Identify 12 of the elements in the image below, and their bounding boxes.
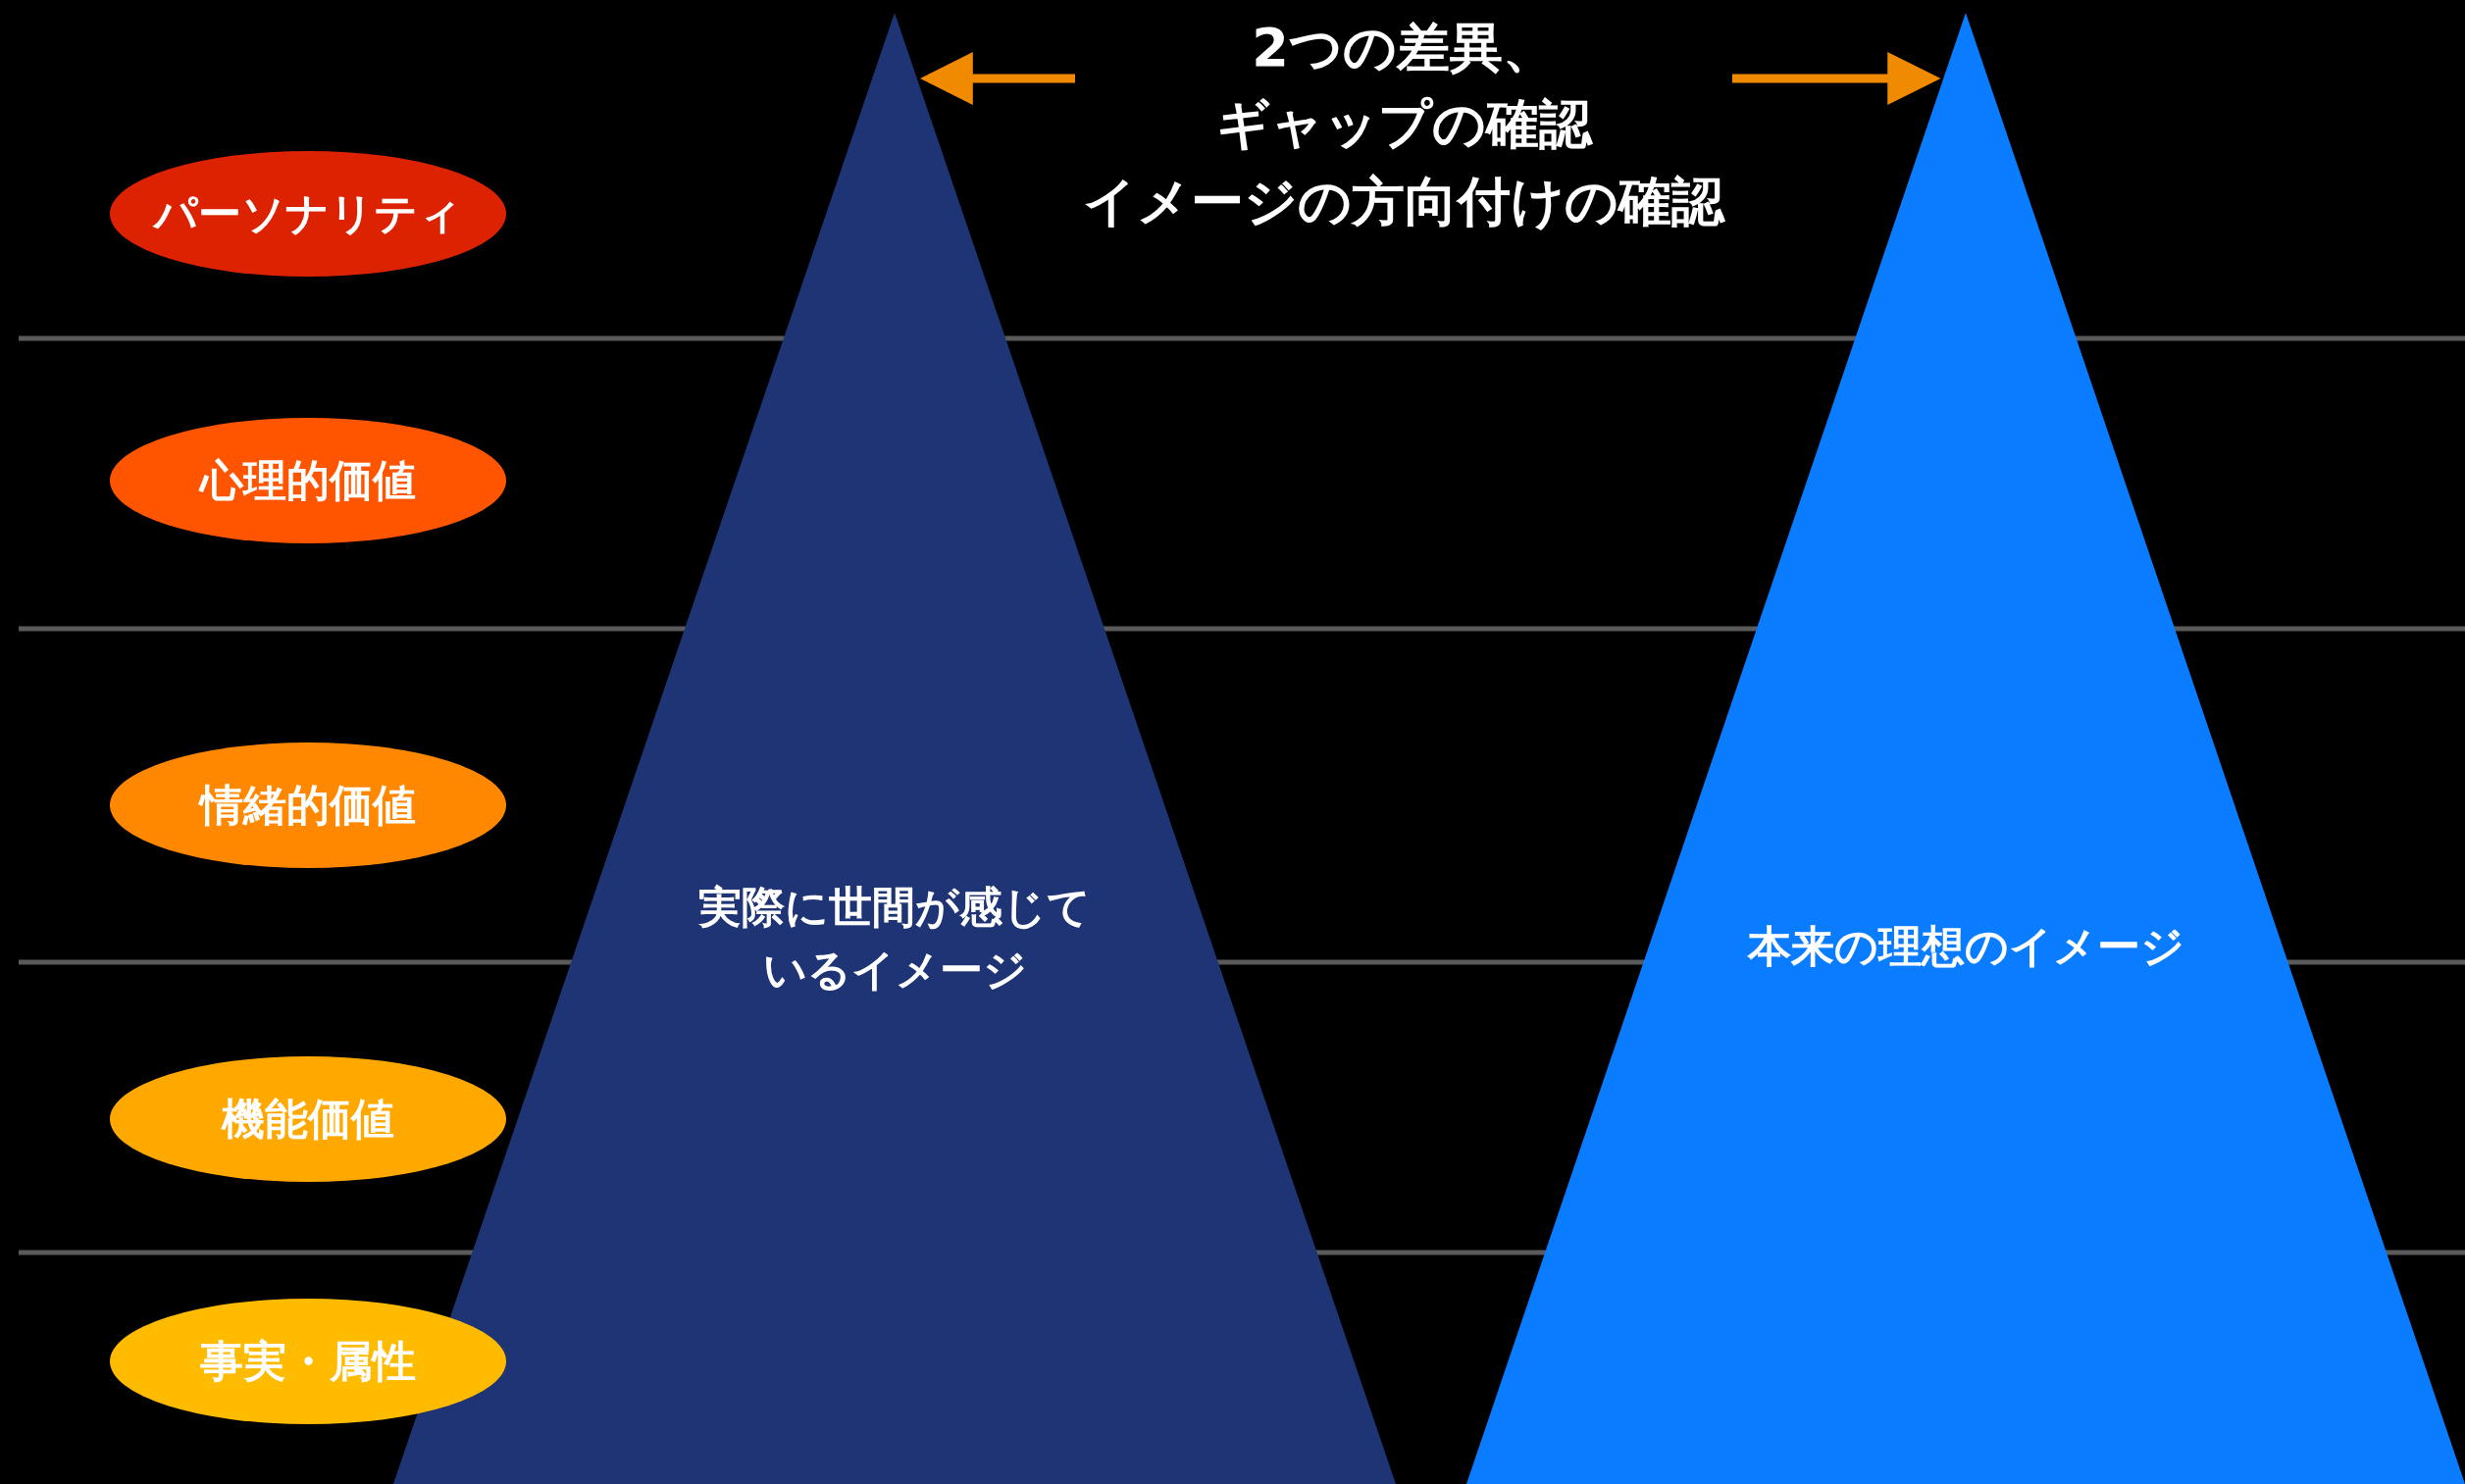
arrow: [1732, 52, 1941, 105]
heading-text: ギャップの確認: [1215, 92, 1592, 158]
triangle-label: 実際に世間が感じているイメージ: [697, 881, 1092, 997]
category-label: 事実・属性: [200, 1334, 416, 1388]
heading-text: 2つの差異、: [1252, 16, 1556, 80]
category-label: 情緒的価値: [200, 778, 416, 832]
triangle-label: 本来の理想のイメージ: [1746, 920, 2185, 973]
category-label: 心理的価値: [200, 453, 416, 507]
category-label: 機能価値: [222, 1092, 394, 1146]
category-label: パーソナリティ: [154, 186, 462, 240]
heading-text: イメージの方向付けの確認: [1083, 169, 1724, 234]
arrow: [919, 52, 1075, 105]
